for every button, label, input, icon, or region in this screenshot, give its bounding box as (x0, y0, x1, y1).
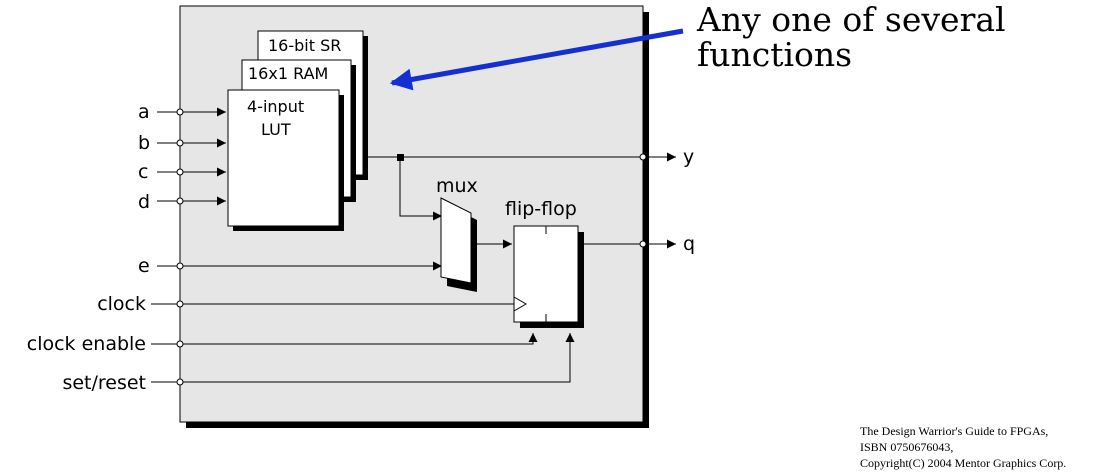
junction-dot (397, 154, 404, 161)
citation: The Design Warrior's Guide to FPGAs, ISB… (860, 423, 1103, 474)
lut-label-line2: LUT (261, 120, 291, 139)
input-d-label: d (138, 191, 150, 213)
citation-line2: ISBN 0750676043, (860, 440, 954, 454)
lut-output-wires (368, 152, 676, 221)
lut-label-line1: 4-input (247, 97, 304, 116)
sr-label: 16-bit SR (268, 36, 341, 55)
annotation-line1: Any one of several (696, 0, 1006, 39)
mux-label: mux (436, 175, 478, 197)
input-clock-enable-label: clock enable (27, 333, 146, 355)
output-q-label: q (683, 233, 695, 255)
mux-block (440, 197, 472, 284)
input-clock-label: clock (97, 293, 146, 315)
annotation-line2: functions (697, 35, 852, 74)
input-a-label: a (138, 101, 150, 123)
ram-label: 16x1 RAM (248, 64, 328, 83)
flipflop-block (513, 225, 579, 323)
citation-line3: Copyright(C) 2004 Mentor Graphics Corp. (860, 456, 1067, 470)
annotation-arrow (389, 28, 684, 91)
lut-input-wires (157, 107, 226, 206)
input-c-label: c (138, 161, 148, 183)
output-y-label: y (683, 146, 694, 168)
input-set-reset-label: set/reset (62, 372, 146, 394)
input-b-label: b (138, 132, 150, 154)
input-e-label: e (138, 255, 150, 277)
citation-line1: The Design Warrior's Guide to FPGAs, (860, 424, 1049, 438)
clock-triangle (513, 296, 527, 312)
flipflop-label: flip-flop (505, 198, 577, 220)
lut-block (227, 89, 340, 227)
control-wires (151, 261, 575, 383)
port-circles (176, 108, 647, 386)
